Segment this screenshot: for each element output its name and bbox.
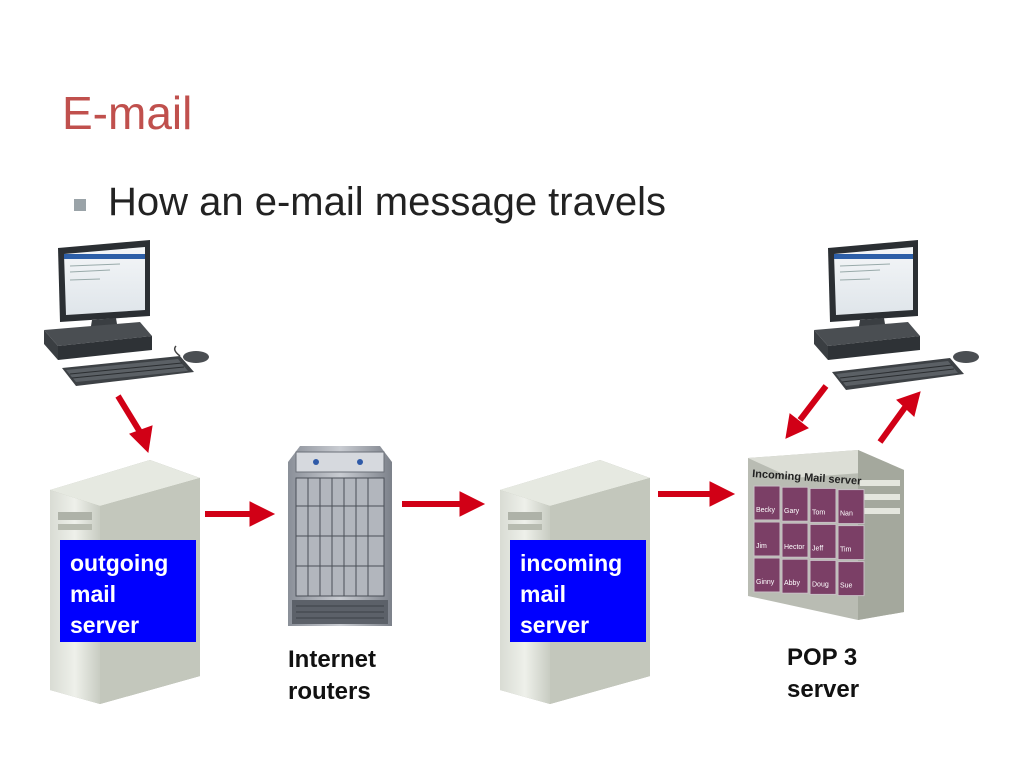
- mailbox-slot: [809, 487, 837, 523]
- arrow-icon-routers-to-incoming: [402, 491, 486, 517]
- sender-computer-icon: [44, 240, 209, 386]
- mailbox-name-label: Tom: [812, 509, 825, 516]
- bullet-item: How an e-mail message travels: [74, 180, 666, 225]
- mailbox-name-label: Abby: [784, 580, 800, 587]
- outgoing-server-label: outgoing mail server: [60, 540, 196, 642]
- bullet-text: How an e-mail message travels: [108, 180, 666, 224]
- mailbox-slot: [837, 489, 865, 525]
- mailbox-slot: [753, 521, 781, 557]
- arrow-icon-incoming-to-pop3: [658, 481, 736, 507]
- mailbox-name-label: Becky: [756, 507, 776, 514]
- arrow-icon-outgoing-to-routers: [205, 501, 276, 527]
- mailbox-name-label: Nan: [840, 511, 853, 518]
- mailbox-slot: [837, 525, 865, 561]
- mailbox-slot: [753, 557, 781, 593]
- mailbox-name-label: Ginny: [756, 579, 775, 586]
- slide-title: E-mail: [62, 87, 193, 139]
- pop3-caption: POP 3 server: [787, 644, 860, 703]
- arrow-icon-pop3-to-recipient: [877, 391, 921, 444]
- mailbox-name-label: Jeff: [812, 545, 823, 552]
- routers-caption: Internet routers: [288, 646, 377, 705]
- mailbox-slot: [781, 486, 809, 522]
- internet-router-rack-icon: [288, 446, 392, 626]
- mailbox-slot: [837, 561, 865, 597]
- mailbox-name-label: Doug: [812, 581, 829, 588]
- mailbox-slot: [781, 522, 809, 558]
- flow-arrows: [115, 384, 921, 527]
- mailbox-slot: [753, 485, 781, 521]
- mailbox-name-label: Tim: [840, 547, 852, 554]
- mailbox-name-label: Hector: [784, 544, 805, 551]
- bullet-square-icon: [74, 198, 86, 211]
- recipient-computer-icon: [814, 240, 979, 390]
- mailbox-name-label: Sue: [840, 583, 853, 590]
- arrow-icon-computer-to-outgoing: [115, 394, 153, 454]
- mailbox-slot: [809, 559, 837, 595]
- mailbox-slot: [781, 558, 809, 594]
- mailbox-name-label: Gary: [784, 508, 800, 515]
- incoming-server-label: incoming mail server: [510, 540, 646, 642]
- arrow-icon-recipient-to-pop3: [785, 384, 829, 439]
- mailbox-name-label: Jim: [756, 543, 767, 550]
- mailbox-slot: [809, 523, 837, 559]
